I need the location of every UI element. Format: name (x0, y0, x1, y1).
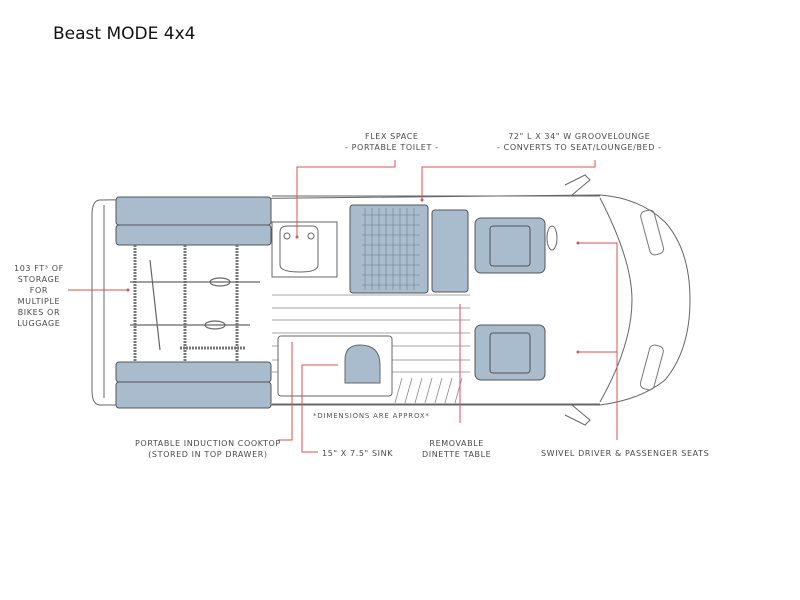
grille-vents (639, 209, 665, 391)
label-line: LUGGAGE (17, 319, 61, 328)
label-line: - PORTABLE TOILET - (345, 143, 439, 152)
label-line: 103 FT³ OF (14, 264, 64, 273)
bike-rack (133, 245, 245, 362)
label-line: STORAGE (17, 275, 61, 284)
label-line: FOR (29, 286, 49, 295)
label-cooktop: PORTABLE INDUCTION COOKTOP (STORED IN TO… (135, 438, 281, 460)
galley-counter (277, 335, 393, 397)
swivel-seats (474, 217, 546, 381)
label-line: PORTABLE INDUCTION COOKTOP (135, 439, 281, 448)
rear-storage-cushions (115, 196, 272, 409)
bike-icons (130, 259, 260, 351)
label-dinette-table: REMOVABLE DINETTE TABLE (422, 438, 491, 460)
label-line: - CONVERTS TO SEAT/LOUNGE/BED - (497, 143, 662, 152)
dimensions-note: *DIMENSIONS ARE APPROX* (313, 412, 430, 420)
flex-space-toilet (271, 221, 338, 278)
groovelounge-bench (349, 204, 469, 294)
label-sink: 15" X 7.5" SINK (322, 449, 394, 458)
page-title: Beast MODE 4x4 (53, 24, 196, 44)
label-line: DINETTE TABLE (422, 450, 492, 459)
label-line: 72" L X 34" W GROOVELOUNGE (508, 132, 651, 141)
label-groovelounge: 72" L X 34" W GROOVELOUNGE - CONVERTS TO… (497, 131, 662, 153)
label-flex-space: FLEX SPACE - PORTABLE TOILET - (345, 131, 439, 153)
steering-wheel-icon (546, 225, 558, 251)
label-storage: 103 FT³ OF STORAGE FOR MULTIPLE BIKES OR… (14, 263, 64, 329)
hatched-area (394, 377, 463, 404)
label-line: (STORED IN TOP DRAWER) (148, 450, 268, 459)
label-line: FLEX SPACE (365, 132, 419, 141)
leader-lines (68, 160, 618, 453)
label-swivel-seats: SWIVEL DRIVER & PASSENGER SEATS (541, 449, 710, 458)
label-line: REMOVABLE (429, 439, 484, 448)
van-body-outline (91, 174, 691, 426)
label-line: BIKES OR (17, 308, 61, 317)
leader-arrowheads (126, 198, 580, 354)
label-line: MULTIPLE (17, 297, 61, 306)
